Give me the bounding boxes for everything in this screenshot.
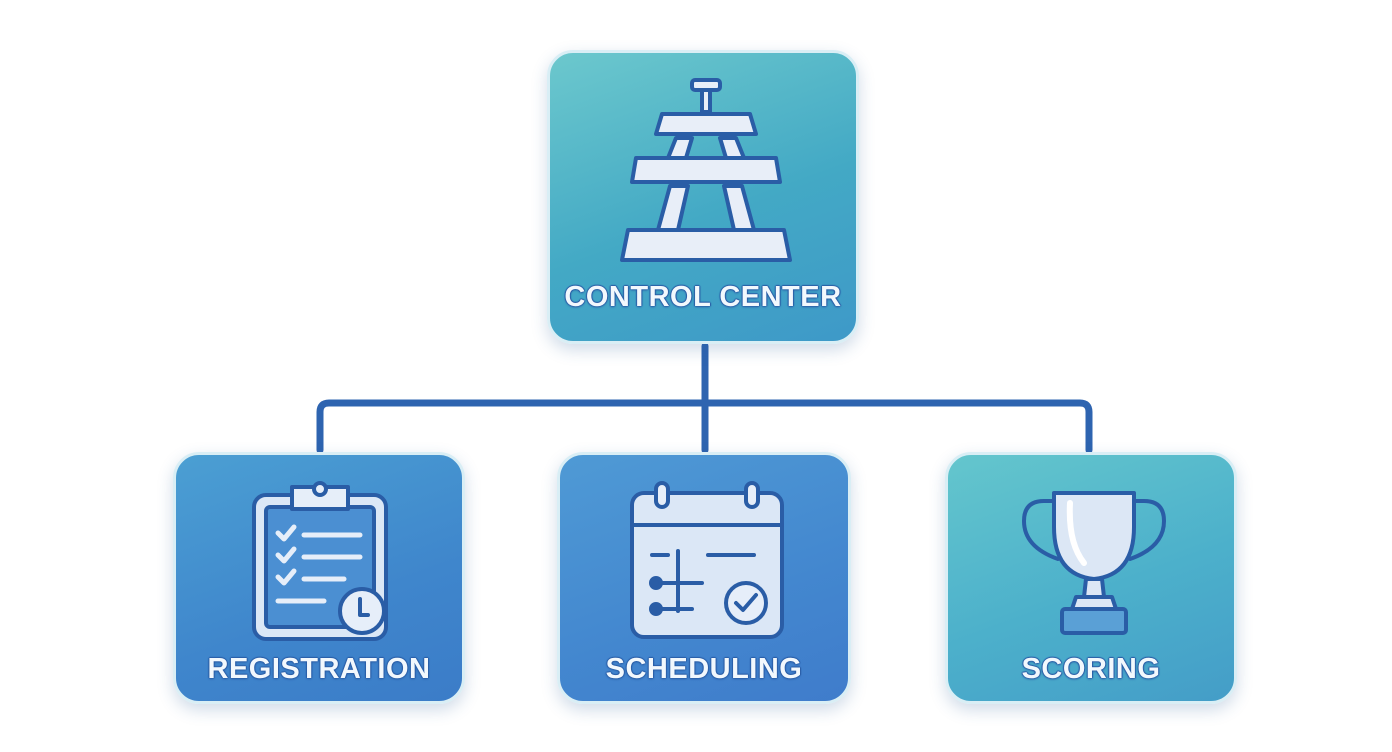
scheduling-label: SCHEDULING bbox=[605, 653, 803, 685]
control-center-node[interactable]: CONTROL CENTER bbox=[547, 50, 859, 344]
clipboard-checklist-icon bbox=[252, 481, 388, 641]
control-center-label: CONTROL CENTER bbox=[564, 281, 842, 313]
scoring-node[interactable]: SCORING bbox=[945, 452, 1237, 704]
calendar-check-icon bbox=[630, 481, 784, 639]
registration-node[interactable]: REGISTRATION bbox=[173, 452, 465, 704]
scoring-label: SCORING bbox=[1021, 653, 1161, 685]
connector-to-registration bbox=[316, 399, 1093, 454]
scheduling-node[interactable]: SCHEDULING bbox=[557, 452, 851, 704]
registration-label: REGISTRATION bbox=[207, 653, 431, 685]
trophy-icon bbox=[1022, 491, 1166, 635]
lifeguard-tower-icon bbox=[620, 78, 792, 262]
